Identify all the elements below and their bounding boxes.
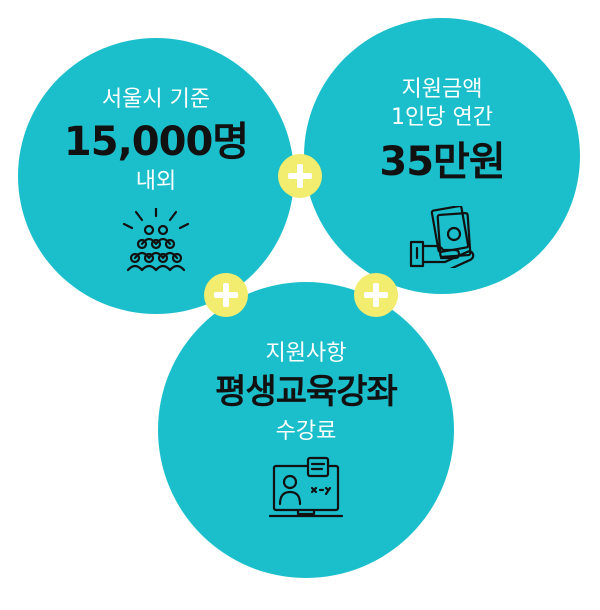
target-count-value: 15,000명 (63, 119, 249, 165)
support-item-caption: 지원사항 (265, 341, 347, 366)
plus-icon (204, 273, 248, 317)
plus-icon (278, 154, 322, 198)
plus-icon (354, 273, 398, 317)
support-item-circle: 지원사항 평생교육강좌 수강료 (158, 282, 454, 578)
crowd-icon (116, 206, 196, 276)
support-amount-unit: 1인당 연간 (391, 105, 493, 130)
money-hand-icon (407, 204, 477, 272)
support-item-value: 평생교육강좌 (215, 372, 398, 412)
target-count-circle: 서울시 기준 15,000명 내외 (18, 38, 294, 314)
support-amount-caption: 지원금액 (401, 77, 483, 102)
target-count-caption: 서울시 기준 (101, 87, 211, 112)
support-item-suffix: 수강료 (275, 419, 337, 444)
online-lecture-icon (268, 456, 344, 524)
support-amount-value: 35만원 (379, 139, 505, 185)
target-count-suffix: 내외 (135, 169, 177, 194)
support-amount-circle: 지원금액 1인당 연간 35만원 (304, 18, 580, 294)
